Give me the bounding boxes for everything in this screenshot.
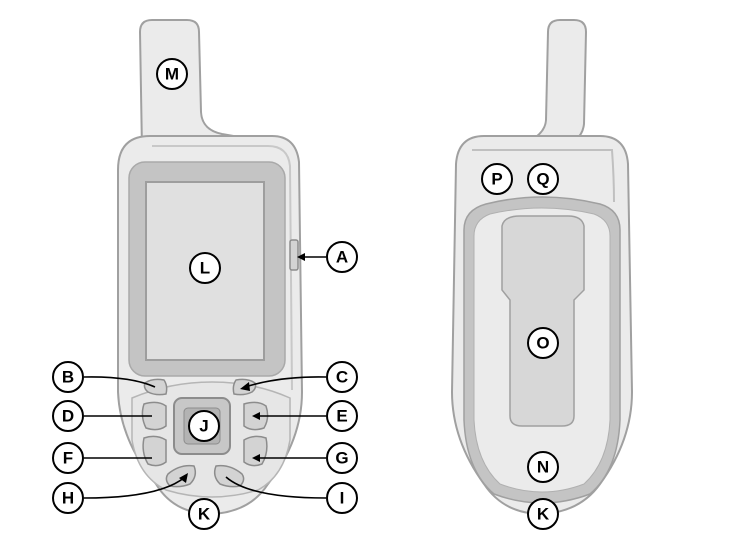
svg-text:N: N — [537, 458, 549, 477]
front-callouts: M L A B C D E J — [52, 58, 358, 530]
callout-o: O — [527, 327, 559, 359]
callout-b: B — [52, 361, 84, 393]
leader-lines — [83, 253, 327, 499]
svg-text:C: C — [336, 368, 348, 387]
leader-c — [244, 376, 327, 388]
leader-b — [83, 376, 156, 388]
leader-i — [225, 476, 327, 499]
callout-f: F — [52, 442, 84, 474]
callout-d: D — [52, 400, 84, 432]
back-callouts: P Q O N K — [481, 163, 559, 530]
svg-text:Q: Q — [536, 170, 549, 189]
svg-text:H: H — [62, 489, 74, 508]
key-b[interactable] — [143, 378, 168, 396]
front-antenna — [138, 19, 269, 152]
svg-text:D: D — [62, 407, 74, 426]
callout-c: C — [326, 361, 358, 393]
svg-text:M: M — [165, 65, 179, 84]
svg-text:G: G — [335, 449, 348, 468]
callout-l: L — [189, 252, 221, 284]
callout-e: E — [326, 400, 358, 432]
leader-a-arrow — [297, 253, 305, 261]
leader-h — [83, 476, 186, 499]
callout-h: H — [52, 482, 84, 514]
key-i[interactable] — [213, 464, 245, 488]
svg-text:K: K — [198, 505, 211, 524]
key-g[interactable] — [243, 435, 268, 467]
callout-j: J — [188, 410, 220, 442]
callout-a: A — [326, 241, 358, 273]
leader-g-arrow — [252, 454, 260, 462]
svg-text:B: B — [62, 368, 74, 387]
leader-c-arrow — [240, 382, 250, 391]
svg-text:A: A — [336, 248, 348, 267]
power-button[interactable] — [289, 239, 299, 271]
svg-text:F: F — [63, 449, 73, 468]
front-body-inner-line — [152, 145, 293, 391]
mounting-spine — [501, 215, 585, 427]
svg-text:J: J — [199, 417, 208, 436]
leader-e-arrow — [252, 412, 260, 420]
back-antenna — [504, 19, 588, 151]
callout-i: I — [326, 482, 358, 514]
leader-h-arrow — [179, 473, 188, 483]
svg-text:E: E — [336, 407, 347, 426]
key-f[interactable] — [142, 435, 167, 467]
callout-q: Q — [527, 163, 559, 195]
callout-k-back: K — [527, 498, 559, 530]
callout-p: P — [481, 163, 513, 195]
back-top-panel — [472, 149, 615, 203]
svg-text:I: I — [340, 489, 345, 508]
svg-text:O: O — [536, 334, 549, 353]
callout-m: M — [156, 58, 188, 90]
callout-g: G — [326, 442, 358, 474]
callout-k-front: K — [188, 498, 220, 530]
back-view — [450, 19, 634, 516]
svg-text:K: K — [537, 505, 550, 524]
callout-n: N — [527, 451, 559, 483]
key-h[interactable] — [165, 464, 197, 488]
svg-text:P: P — [491, 170, 502, 189]
svg-text:L: L — [200, 259, 210, 278]
